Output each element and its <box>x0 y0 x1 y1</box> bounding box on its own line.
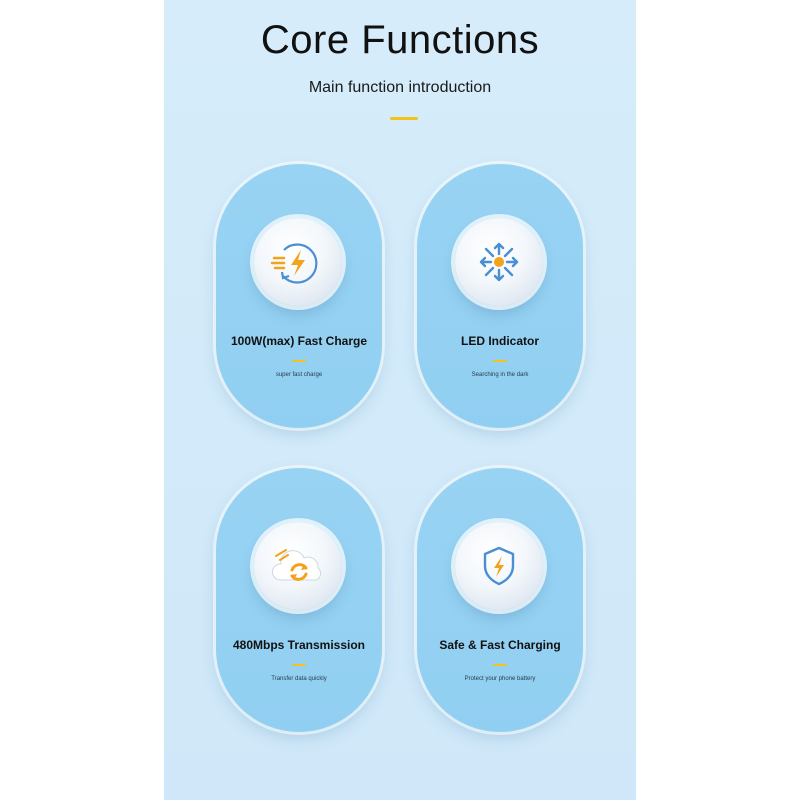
feature-accent-line <box>493 360 507 362</box>
feature-title: Safe & Fast Charging <box>439 638 561 652</box>
feature-card-led-indicator: LED Indicator Searching in the dark <box>417 164 583 428</box>
cloud-sync-icon <box>272 549 322 581</box>
feature-title: 100W(max) Fast Charge <box>230 334 368 348</box>
page-title: Core Functions <box>260 18 540 62</box>
feature-title: 480Mbps Transmission <box>232 638 366 652</box>
feature-card-transmission: 480Mbps Transmission Transfer data quick… <box>216 468 382 732</box>
feature-description: super fast charge <box>275 372 323 378</box>
feature-card-fast-charge: 100W(max) Fast Charge super fast charge <box>216 164 382 428</box>
fast-charge-icon <box>270 243 318 284</box>
feature-accent-line <box>292 360 306 362</box>
title-accent-line <box>390 117 418 120</box>
feature-description: Searching in the dark <box>471 372 529 378</box>
feature-description: Protect your phone battery <box>464 676 536 682</box>
feature-title: LED Indicator <box>460 334 539 348</box>
shield-bolt-icon <box>483 546 515 586</box>
fast-charge-icon-badge <box>254 218 342 306</box>
feature-description: Transfer data quickly <box>271 676 327 682</box>
feature-card-safe-charging: Safe & Fast Charging Protect your phone … <box>417 468 583 732</box>
page-subtitle: Main function introduction <box>308 79 492 96</box>
cloud-sync-icon-badge <box>254 522 342 610</box>
shield-bolt-icon-badge <box>455 522 543 610</box>
led-indicator-icon-badge <box>455 218 543 306</box>
feature-accent-line <box>292 664 306 666</box>
core-functions-panel: Core Functions Main function introductio… <box>164 0 636 800</box>
feature-accent-line <box>493 664 507 666</box>
led-indicator-icon <box>479 242 519 282</box>
